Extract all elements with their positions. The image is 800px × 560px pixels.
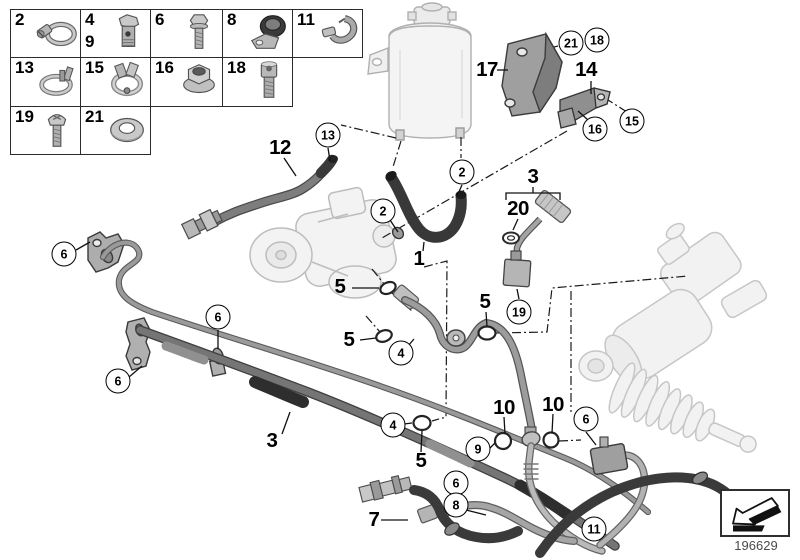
part-label-10[interactable]: 10 [493, 396, 515, 419]
legend-number: 21 [85, 107, 104, 126]
callout-number: 16 [588, 122, 602, 136]
leader-lines [75, 69, 597, 521]
bracket-14-drawing [557, 87, 611, 129]
callout-16[interactable]: 16 [582, 116, 608, 142]
callout-number: 6 [60, 247, 68, 261]
legend-number-secondary: 9 [85, 32, 95, 51]
callout-19[interactable]: 19 [506, 299, 532, 325]
hose-clamp-worm-icon [34, 11, 80, 55]
bracket-17-drawing [501, 31, 563, 117]
part-label-14[interactable]: 14 [575, 58, 597, 81]
part-label-3[interactable]: 3 [266, 429, 278, 452]
legend-number: 4 [85, 10, 95, 29]
legend-cell-18[interactable]: 18 [222, 57, 293, 107]
callout-number: 4 [397, 346, 405, 360]
legend-number: 15 [85, 58, 104, 77]
callout-13[interactable]: 13 [315, 122, 341, 148]
part-label-5[interactable]: 5 [479, 290, 491, 313]
legend-number: 8 [227, 10, 237, 29]
cap-screw-icon [246, 59, 292, 103]
callout-2[interactable]: 2 [449, 159, 475, 185]
steering-gear-drawing [578, 222, 768, 453]
callout-number: 6 [214, 310, 222, 324]
callout-number: 2 [458, 165, 466, 179]
part-label-7[interactable]: 7 [368, 508, 380, 531]
reservoir-drawing [367, 2, 472, 141]
callout-8[interactable]: 8 [443, 492, 469, 518]
part-label-5[interactable]: 5 [334, 275, 346, 298]
callout-6[interactable]: 6 [443, 470, 469, 496]
banjo-bolt-icon [104, 11, 150, 55]
pipe-clamp-rubber-icon [246, 11, 292, 55]
callout-number: 11 [587, 522, 601, 536]
pump-hose-drawing [392, 284, 536, 434]
callout-2[interactable]: 2 [370, 198, 396, 224]
callout-number: 4 [389, 418, 397, 432]
legend-number: 19 [15, 107, 34, 126]
legend-number: 18 [227, 58, 246, 77]
callout-6[interactable]: 6 [105, 368, 131, 394]
callout-18[interactable]: 18 [584, 27, 610, 53]
part-label-17[interactable]: 17 [476, 58, 498, 81]
callout-number: 13 [321, 128, 335, 142]
legend-cell-6[interactable]: 6 [150, 9, 223, 58]
ear-clamp-icon [104, 59, 150, 103]
callout-number: 8 [452, 498, 460, 512]
flange-nut-icon [176, 59, 222, 103]
callout-9[interactable]: 9 [465, 436, 491, 462]
part-label-12[interactable]: 12 [269, 136, 291, 159]
legend-number: 6 [155, 10, 165, 29]
part-label-20[interactable]: 20 [507, 197, 529, 220]
callout-15[interactable]: 15 [619, 108, 645, 134]
hex-bolt-icon [176, 11, 222, 55]
hose-7-drawing [358, 474, 523, 544]
callout-21[interactable]: 21 [558, 30, 584, 56]
legend-cell-16[interactable]: 16 [150, 57, 223, 107]
callout-6[interactable]: 6 [573, 406, 599, 432]
diagram-number: 196629 [734, 538, 778, 553]
callout-6[interactable]: 6 [205, 304, 231, 330]
o-rings-drawing [375, 280, 560, 451]
legend-cell-2[interactable]: 2 [10, 9, 81, 58]
legend-number: 13 [15, 58, 34, 77]
legend-cell-11[interactable]: 11 [292, 9, 363, 58]
pump-drawing [249, 186, 397, 299]
callout-number: 9 [474, 442, 482, 456]
spring-clip-icon [316, 11, 362, 55]
legend-cell-15[interactable]: 15 [80, 57, 151, 107]
hose-12-drawing [180, 154, 338, 240]
legend-number: 2 [15, 10, 25, 29]
legend-cell-21[interactable]: 21 [80, 106, 151, 155]
part-label-10[interactable]: 10 [542, 393, 564, 416]
callout-number: 6 [582, 412, 590, 426]
hose-1-drawing [385, 170, 467, 243]
callout-number: 21 [564, 36, 578, 50]
legend-cell-8[interactable]: 8 [222, 9, 293, 58]
part-label-1[interactable]: 1 [413, 247, 425, 270]
callout-number: 15 [625, 114, 639, 128]
pipe-20-drawing [502, 190, 572, 288]
pan-screw-icon [34, 108, 80, 152]
callout-4[interactable]: 4 [380, 412, 406, 438]
callout-number: 19 [512, 305, 526, 319]
callout-number: 6 [114, 374, 122, 388]
callout-4[interactable]: 4 [388, 340, 414, 366]
part-label-5[interactable]: 5 [343, 328, 355, 351]
callout-number: 6 [452, 476, 460, 490]
part-label-3[interactable]: 3 [527, 165, 539, 188]
legend-cell-13[interactable]: 13 [10, 57, 81, 107]
part-label-5[interactable]: 5 [415, 449, 427, 472]
callout-11[interactable]: 11 [581, 516, 607, 542]
legend-number: 16 [155, 58, 174, 77]
legend-number: 11 [297, 10, 315, 29]
callout-number: 2 [379, 204, 387, 218]
direction-arrow-icon [732, 497, 782, 532]
callout-number: 18 [590, 33, 604, 47]
callout-6[interactable]: 6 [51, 241, 77, 267]
washer-icon [104, 108, 150, 152]
legend-cell-19[interactable]: 19 [10, 106, 81, 155]
direction-arrow-box [720, 489, 790, 537]
hose-clamp-small-icon [34, 59, 80, 103]
